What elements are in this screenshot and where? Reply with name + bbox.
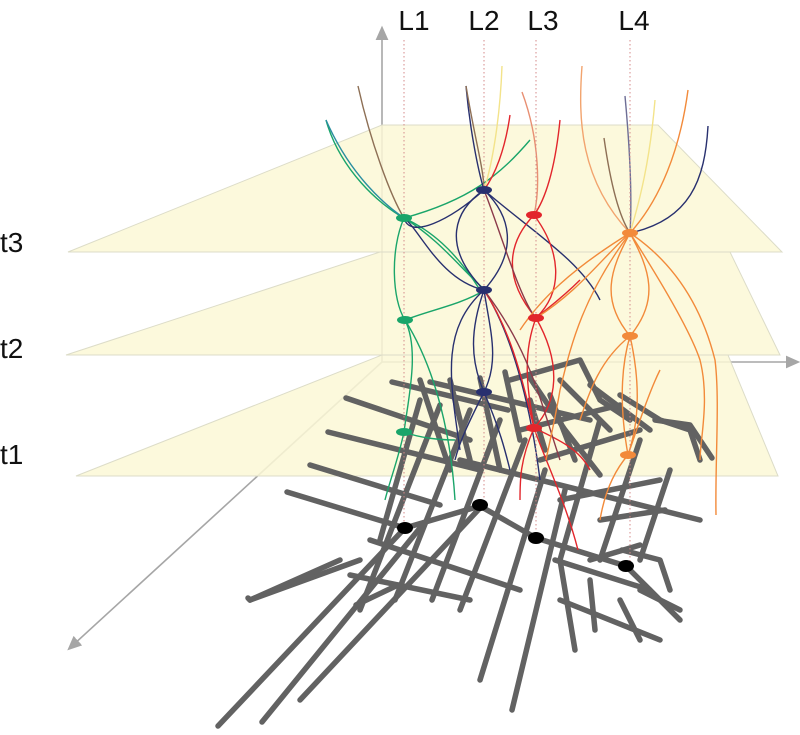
street-location-nodes	[397, 499, 634, 572]
node-L1	[397, 522, 413, 534]
label-L3: L3	[527, 5, 558, 36]
marker-L4-t1	[620, 451, 636, 459]
trajectories-L3	[483, 91, 591, 551]
node-L3	[528, 532, 544, 544]
plane-t3	[67, 124, 784, 253]
marker-L2-t2	[476, 286, 492, 294]
marker-L3-t1	[526, 424, 542, 432]
marker-L1-t3	[396, 214, 412, 222]
label-L2: L2	[468, 5, 499, 36]
trajectories-L2	[403, 65, 601, 481]
marker-L2-t1	[476, 388, 492, 396]
label-t2: t2	[0, 333, 23, 364]
label-t1: t1	[0, 439, 23, 470]
marker-L1-t2	[397, 316, 413, 324]
time-labels: t1 t2 t3	[0, 227, 23, 470]
label-L1: L1	[398, 5, 429, 36]
marker-L3-t2	[528, 314, 544, 322]
street-network	[215, 357, 715, 729]
marker-L1-t1	[396, 428, 412, 436]
location-labels: L1 L2 L3 L4	[398, 5, 649, 36]
label-t3: t3	[0, 227, 23, 258]
marker-L3-t3	[526, 211, 542, 219]
trajectories-L4	[519, 65, 718, 521]
location-guides	[403, 40, 631, 565]
node-L4	[618, 560, 634, 572]
marker-L2-t3	[476, 186, 492, 194]
marker-L4-t3	[622, 229, 638, 237]
time-planes	[65, 124, 784, 477]
label-L4: L4	[618, 5, 649, 36]
location-markers	[396, 186, 638, 459]
node-L2	[472, 499, 488, 511]
marker-L4-t2	[622, 332, 638, 340]
